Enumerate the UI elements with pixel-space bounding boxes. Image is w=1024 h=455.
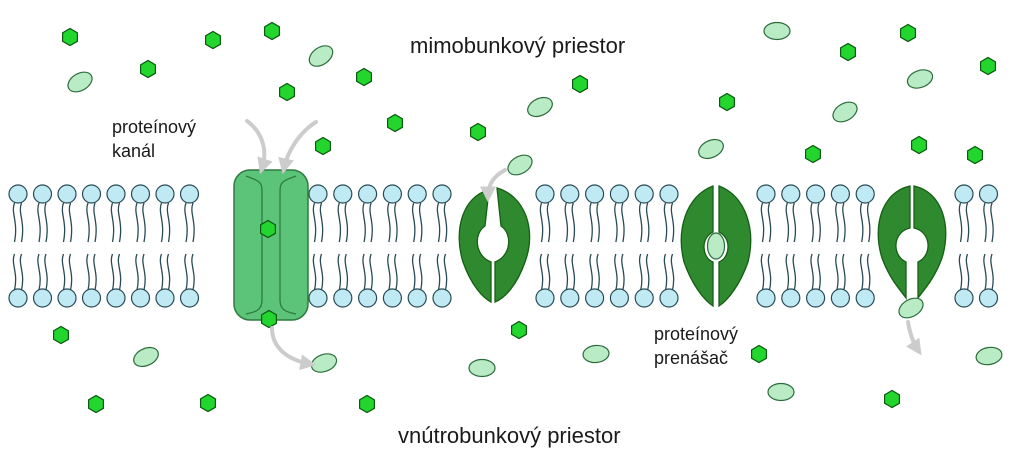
small-molecule-hexagon — [883, 389, 901, 409]
small-molecule-hexagon — [839, 42, 857, 62]
phospholipid — [584, 184, 605, 308]
phospholipid — [155, 184, 175, 308]
phospholipid — [634, 184, 654, 308]
outside-space-label: mimobunkový priestor — [410, 33, 626, 58]
small-molecule-hexagon — [804, 144, 822, 164]
channel-label: proteínový kanál — [112, 115, 196, 163]
large-molecule-ellipse — [67, 71, 93, 93]
small-molecule-hexagon — [966, 145, 984, 165]
phospholipid — [358, 184, 378, 308]
phospholipid — [432, 184, 452, 308]
phospholipid — [382, 184, 402, 308]
small-molecule-hexagon — [750, 344, 768, 364]
small-molecule-hexagon — [279, 82, 295, 102]
phospholipid — [954, 184, 974, 308]
small-molecule-hexagon — [205, 30, 221, 50]
large-molecule-ellipse — [133, 346, 159, 368]
large-molecule-ellipse — [582, 344, 610, 364]
phospholipid — [333, 184, 353, 308]
small-molecule-hexagon — [140, 59, 156, 79]
large-molecule-ellipse — [898, 297, 924, 319]
large-molecule-ellipse — [832, 101, 858, 123]
carrier-label-line2: prenášač — [654, 348, 729, 368]
carrier-label: proteínový prenášač — [654, 322, 738, 370]
carrier-label-line1: proteínový — [654, 324, 739, 344]
small-molecule-hexagon — [261, 309, 277, 329]
protein-carrier — [458, 187, 531, 304]
transport-arrow — [245, 119, 273, 175]
large-molecule-ellipse — [527, 96, 553, 118]
protein-carrier — [680, 185, 752, 308]
phospholipid — [130, 184, 151, 308]
phospholipid — [609, 184, 630, 308]
large-molecule-ellipse — [763, 21, 791, 41]
small-molecule-hexagon — [511, 320, 528, 340]
large-molecule-ellipse — [767, 382, 795, 402]
phospholipid — [560, 184, 580, 308]
large-molecule-ellipse — [310, 353, 338, 373]
small-molecule-hexagon — [356, 67, 372, 87]
phospholipid — [830, 184, 851, 308]
phospholipid — [756, 184, 776, 308]
small-molecule-hexagon — [260, 219, 276, 239]
lipid-bilayer — [8, 184, 999, 308]
phospholipid — [781, 184, 801, 308]
small-molecule-hexagon — [87, 394, 105, 414]
small-molecule-hexagon — [899, 23, 917, 43]
phospholipid — [805, 184, 826, 308]
transport-arrows — [245, 119, 922, 371]
transport-arrow — [278, 120, 318, 175]
phospholipid — [32, 184, 53, 308]
phospholipid — [57, 184, 77, 308]
transport-arrow — [480, 168, 507, 203]
large-molecule-ellipse — [975, 346, 1003, 366]
small-molecule-hexagon — [910, 135, 928, 155]
small-molecule-hexagon — [979, 56, 997, 76]
transport-arrow — [270, 326, 317, 371]
channel-label-line1: proteínový — [112, 117, 197, 137]
large-molecule-ellipse — [468, 358, 496, 378]
small-molecule-hexagon — [315, 136, 331, 156]
protein-channel — [233, 169, 309, 321]
phospholipid — [8, 184, 28, 308]
small-molecule-hexagon — [200, 393, 216, 413]
small-molecule-hexagon — [61, 27, 79, 47]
small-molecule-hexagon — [52, 325, 70, 345]
small-molecule-hexagon — [359, 394, 375, 414]
small-molecule-hexagon — [718, 92, 736, 112]
phospholipid — [855, 184, 875, 308]
phospholipid — [978, 184, 999, 308]
phospholipid — [81, 184, 102, 308]
large-molecule-ellipse — [507, 154, 533, 176]
large-molecule-ellipse — [698, 138, 724, 160]
phospholipid — [659, 184, 679, 308]
phospholipid — [106, 184, 126, 308]
protein-carrier — [877, 185, 947, 301]
phospholipid — [179, 184, 200, 308]
small-molecule-hexagon — [387, 113, 403, 133]
large-molecule-ellipse — [706, 232, 726, 260]
channel-label-line2: kanál — [112, 141, 156, 161]
small-molecule-hexagon — [571, 74, 589, 94]
inside-space-label: vnútrobunkový priestor — [398, 423, 621, 448]
transport-arrow — [906, 320, 922, 356]
small-molecule-hexagon — [470, 122, 486, 142]
phospholipid — [308, 184, 328, 308]
small-molecule-hexagon — [264, 21, 280, 41]
phospholipid — [407, 184, 427, 308]
molecules — [52, 21, 1003, 414]
phospholipid — [535, 184, 555, 308]
large-molecule-ellipse — [906, 69, 934, 89]
large-molecule-ellipse — [308, 45, 334, 67]
